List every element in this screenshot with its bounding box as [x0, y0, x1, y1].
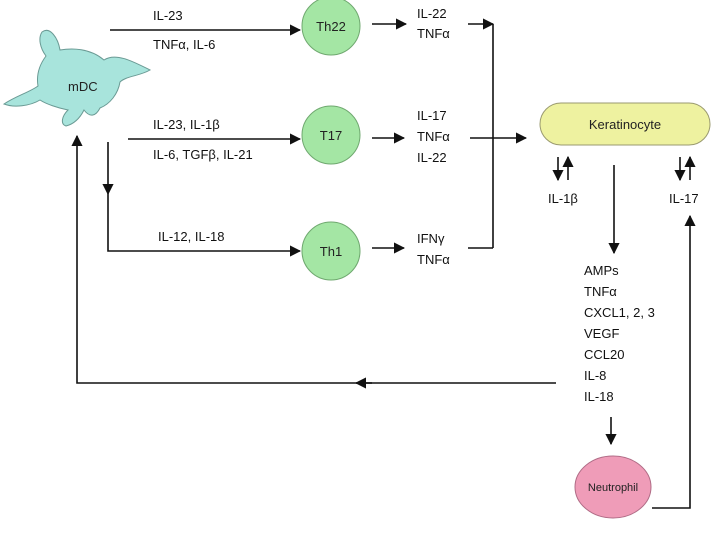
t17-label: T17: [320, 128, 342, 143]
th1-node: [301, 221, 361, 281]
th1-label: Th1: [320, 244, 342, 259]
mdc-label: mDC: [68, 79, 98, 94]
t17-input-2: IL-6, TGFβ, IL-21: [153, 147, 253, 162]
t17-output-3: IL-22: [417, 150, 447, 165]
t17-output-1: IL-17: [417, 108, 447, 123]
t17-output-2: TNFα: [417, 129, 450, 144]
product-4: VEGF: [584, 326, 619, 341]
t17-node: [301, 105, 361, 165]
th1-input-1: IL-12, IL-18: [158, 229, 225, 244]
keratinocyte-node: [539, 102, 711, 146]
th22-label: Th22: [316, 19, 346, 34]
product-5: CCL20: [584, 347, 624, 362]
mdc-cell: [2, 30, 152, 127]
arrow-mdc-th1: [107, 194, 302, 257]
t17-input-1: IL-23, IL-1β: [153, 117, 220, 132]
feedback-il1b: IL-1β: [548, 191, 578, 206]
th22-input-2: TNFα, IL-6: [153, 37, 215, 52]
arrow-neutrophil-il17: [652, 214, 696, 509]
product-1: AMPs: [584, 263, 619, 278]
th1-output-1: IFNγ: [417, 231, 445, 246]
th22-node: [301, 0, 361, 56]
neutrophil-label: Neutrophil: [588, 482, 638, 494]
product-3: CXCL1, 2, 3: [584, 305, 655, 320]
feedback-il17: IL-17: [669, 191, 699, 206]
product-6: IL-8: [584, 368, 606, 383]
product-2: TNFα: [584, 284, 617, 299]
keratinocyte-label: Keratinocyte: [589, 117, 661, 132]
th22-output-2: TNFα: [417, 26, 450, 41]
th1-output-2: TNFα: [417, 252, 450, 267]
arrow-feedback-mdc: [71, 134, 556, 384]
th22-output-1: IL-22: [417, 6, 447, 21]
neutrophil-node: [574, 455, 652, 519]
product-7: IL-18: [584, 389, 614, 404]
th22-input-1: IL-23: [153, 8, 183, 23]
